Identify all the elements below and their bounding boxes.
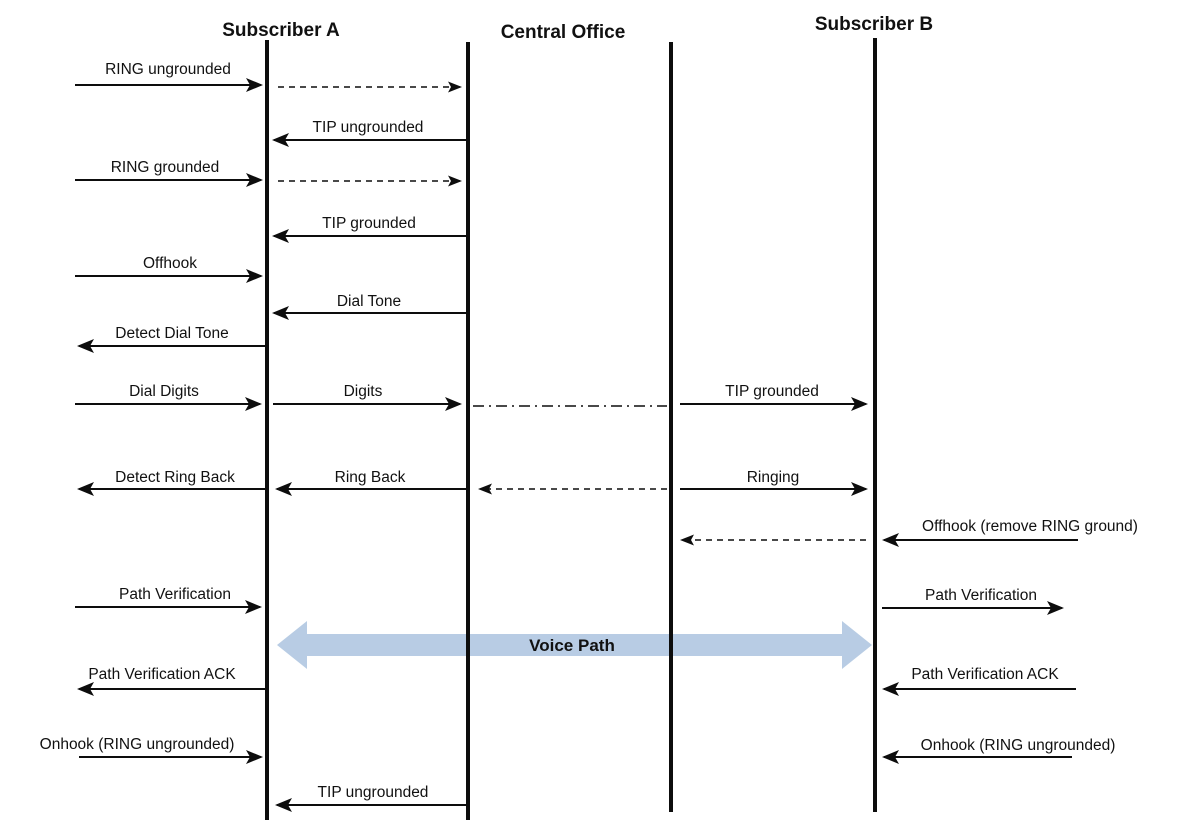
voice-path-arrow — [277, 621, 872, 669]
label-ring-grounded: RING grounded — [111, 159, 220, 176]
label-ring-back: Ring Back — [335, 469, 406, 486]
label-onhook-b: Onhook (RING ungrounded) — [921, 737, 1116, 754]
label-tip-grounded-b: TIP grounded — [725, 383, 819, 400]
label-ringing: Ringing — [747, 469, 800, 486]
label-ring-ungrounded: RING ungrounded — [105, 61, 231, 78]
label-offhook: Offhook — [143, 255, 197, 272]
label-offhook-remove-ring-ground: Offhook (remove RING ground) — [922, 518, 1138, 535]
header-central-office: Central Office — [501, 22, 626, 43]
label-dial-tone: Dial Tone — [337, 293, 401, 310]
label-detect-dial-tone: Detect Dial Tone — [115, 325, 228, 342]
label-tip-ungrounded: TIP ungrounded — [313, 119, 424, 136]
label-onhook-a: Onhook (RING ungrounded) — [40, 736, 235, 753]
label-tip-ungrounded-end: TIP ungrounded — [318, 784, 429, 801]
label-path-verification-b: Path Verification — [925, 587, 1037, 604]
label-tip-grounded: TIP grounded — [322, 215, 416, 232]
label-voice-path: Voice Path — [529, 636, 615, 655]
label-path-verification-ack-a: Path Verification ACK — [88, 666, 236, 683]
label-dial-digits: Dial Digits — [129, 383, 199, 400]
header-subscriber-a: Subscriber A — [222, 20, 340, 41]
label-detect-ring-back: Detect Ring Back — [115, 469, 235, 486]
label-path-verification-a: Path Verification — [119, 586, 231, 603]
label-path-verification-ack-b: Path Verification ACK — [911, 666, 1059, 683]
label-digits: Digits — [344, 383, 383, 400]
header-subscriber-b: Subscriber B — [815, 14, 933, 35]
